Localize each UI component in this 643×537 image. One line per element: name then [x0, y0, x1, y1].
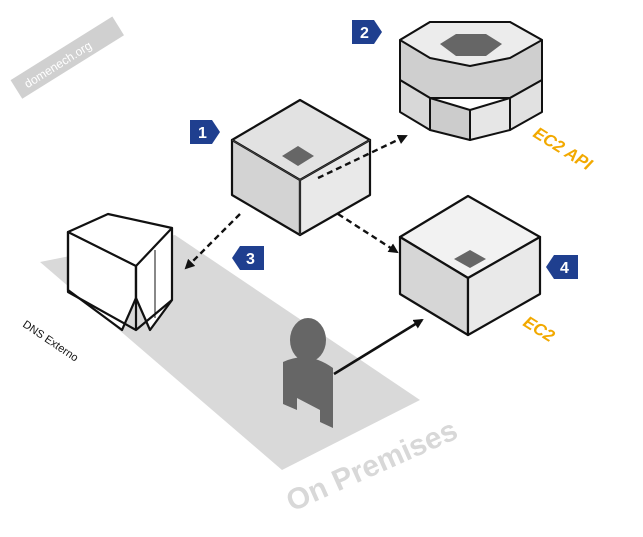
step-badge-3-label: 3 [246, 251, 255, 268]
arrow-to-ec2 [337, 212, 399, 254]
ec2-api-label: EC2 API [530, 123, 597, 175]
user-person-icon [283, 318, 333, 428]
step-badge-4-label: 4 [560, 260, 569, 277]
watermark-text: domenech.org [22, 38, 94, 91]
step-badge-2-label: 2 [360, 25, 369, 42]
metadata-cube-icon [230, 98, 372, 237]
step-badge-1: 1 [190, 120, 220, 144]
arrow-to-ec2-api [317, 134, 408, 180]
arrow-to-dns [184, 213, 241, 270]
dns-server-icon [66, 212, 174, 332]
step-badge-1-label: 1 [198, 125, 207, 142]
ec2-instance-cube-icon [398, 194, 542, 337]
watermark: domenech.org [10, 16, 125, 99]
step-badge-2: 2 [352, 20, 382, 44]
arrow-user-to-ec2 [333, 318, 424, 376]
step-badge-4: 4 [546, 255, 578, 279]
step-badge-3: 3 [232, 246, 264, 270]
ec2-api-gear-block-icon [399, 21, 543, 141]
dns-label: DNS Externo [20, 319, 80, 365]
ec2-label: EC2 [520, 312, 559, 346]
